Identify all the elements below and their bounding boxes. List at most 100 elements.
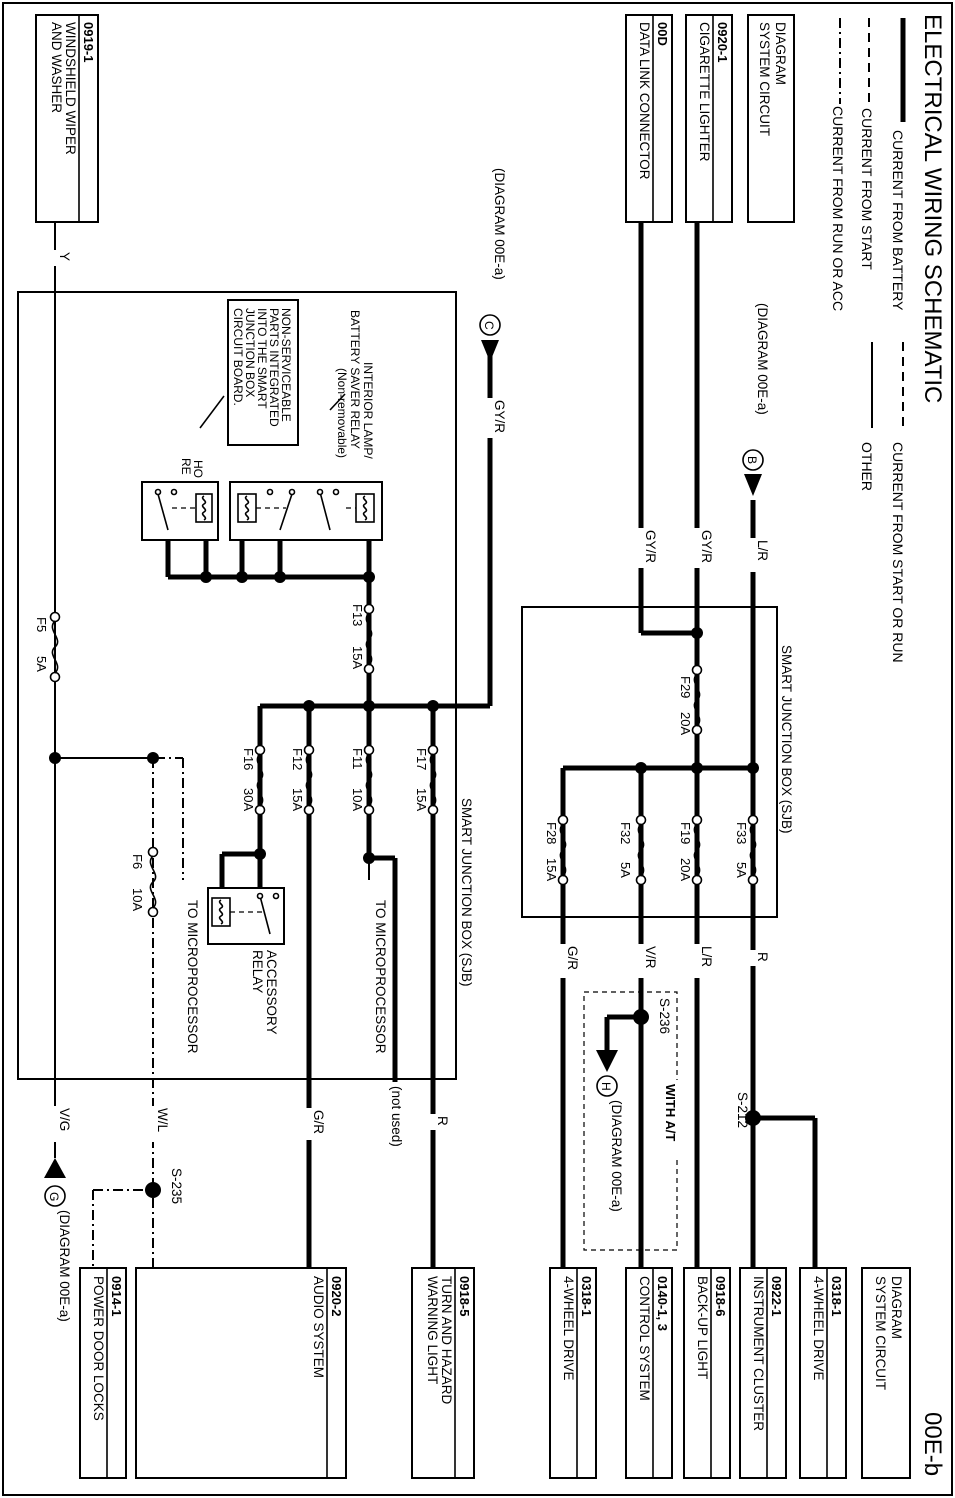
fuse-f11: F11 10A — [350, 744, 375, 816]
component-windshield-wiper: 0919-1 WINDSHIELD WIPER AND WASHER — [35, 14, 99, 223]
svg-text:G: G — [47, 1192, 61, 1201]
svg-text:F11: F11 — [350, 748, 365, 769]
fuse-f5: F5 5A — [34, 611, 61, 683]
svg-text:00D: 00D — [655, 22, 670, 46]
svg-text:SYSTEM CIRCUIT: SYSTEM CIRCUIT — [757, 22, 772, 136]
svg-text:Y: Y — [57, 252, 72, 261]
header-box: DIAGRAM SYSTEM CIRCUIT — [747, 14, 795, 223]
svg-text:0140-1, 3: 0140-1, 3 — [655, 1276, 670, 1331]
sjb-upper-box — [521, 606, 778, 918]
svg-text:S-212: S-212 — [735, 1092, 750, 1128]
svg-text:F13: F13 — [350, 604, 365, 626]
svg-text:10A: 10A — [130, 888, 145, 911]
legend-run-acc: CURRENT FROM RUN OR ACC — [830, 106, 846, 311]
svg-text:WARNING LIGHT: WARNING LIGHT — [425, 1276, 440, 1384]
svg-text:PARTS INTEGRATED: PARTS INTEGRATED — [267, 308, 281, 427]
svg-text:INTERIOR LAMP/: INTERIOR LAMP/ — [361, 362, 375, 459]
component-cigarette-lighter: 0920-1 CIGARETTE LIGHTER — [685, 14, 733, 223]
svg-text:L/R: L/R — [699, 946, 714, 967]
svg-text:(not used): (not used) — [389, 1086, 404, 1147]
component-control-system: 0140-1, 3 CONTROL SYSTEM — [625, 1267, 673, 1479]
svg-text:TO MICROPROCESSOR: TO MICROPROCESSOR — [373, 900, 388, 1054]
svg-text:DIAGRAM: DIAGRAM — [889, 1276, 904, 1339]
svg-text:TO MICROPROCESSOR: TO MICROPROCESSOR — [185, 900, 200, 1054]
component-instrument-cluster: 0922-1 INSTRUMENT CLUSTER — [739, 1267, 787, 1479]
component-turn-hazard: 0918-5 TURN AND HAZARD WARNING LIGHT — [411, 1267, 475, 1479]
fuse-f17: F17 15A — [414, 744, 439, 816]
splice-s212-dot — [745, 1110, 761, 1126]
svg-text:INTO THE SMART: INTO THE SMART — [255, 308, 269, 409]
ho-re-relay: HO RE — [141, 458, 219, 541]
fuse-f16: F16 30A — [241, 744, 266, 816]
svg-text:20A: 20A — [678, 712, 693, 735]
svg-text:SYSTEM CIRCUIT: SYSTEM CIRCUIT — [873, 1276, 888, 1390]
svg-text:15A: 15A — [414, 788, 429, 811]
svg-text:0920-1: 0920-1 — [715, 22, 730, 62]
svg-text:ACCESSORY: ACCESSORY — [264, 950, 279, 1035]
legend-other: OTHER — [859, 442, 875, 491]
svg-text:DATA LINK CONNECTOR: DATA LINK CONNECTOR — [637, 22, 652, 180]
svg-text:5A: 5A — [734, 862, 749, 878]
svg-text:(DIAGRAM 00E-a): (DIAGRAM 00E-a) — [755, 303, 770, 415]
svg-text:0920-2: 0920-2 — [329, 1276, 344, 1316]
fuse-f12: F12 15A — [290, 744, 315, 816]
svg-text:(Non-removable): (Non-removable) — [335, 368, 349, 458]
svg-text:DIAGRAM: DIAGRAM — [773, 22, 788, 85]
svg-text:W/L: W/L — [155, 1108, 170, 1132]
svg-text:CIRCUIT BOARD.: CIRCUIT BOARD. — [231, 308, 245, 406]
svg-text:POWER DOOR LOCKS: POWER DOOR LOCKS — [91, 1276, 106, 1421]
svg-text:0919-1: 0919-1 — [81, 22, 96, 62]
svg-text:F16: F16 — [241, 748, 256, 770]
svg-text:5A: 5A — [618, 862, 633, 878]
svg-text:F12: F12 — [290, 748, 305, 770]
svg-text:R: R — [755, 952, 770, 962]
component-4wd-b: 0318-1 4-WHEEL DRIVE — [549, 1267, 597, 1479]
component-data-link-connector: 00D DATA LINK CONNECTOR — [625, 14, 673, 223]
splice-labels: S-212 S-236 S-235 — [169, 998, 750, 1204]
svg-text:20A: 20A — [678, 858, 693, 881]
sjb-lower-box — [17, 291, 457, 1080]
svg-text:0918-5: 0918-5 — [457, 1276, 472, 1316]
svg-text:CONTROL SYSTEM: CONTROL SYSTEM — [637, 1276, 652, 1401]
connector-c: C (DIAGRAM 00E-a) — [479, 168, 507, 362]
svg-text:0318-1: 0318-1 — [579, 1276, 594, 1316]
svg-text:AUDIO SYSTEM: AUDIO SYSTEM — [311, 1276, 326, 1378]
fuse-f33: F33 5A — [734, 814, 759, 886]
svg-text:RELAY: RELAY — [250, 950, 265, 993]
svg-text:(DIAGRAM 00E-a): (DIAGRAM 00E-a) — [492, 168, 507, 280]
svg-text:INSTRUMENT CLUSTER: INSTRUMENT CLUSTER — [751, 1276, 766, 1431]
svg-text:B: B — [745, 456, 759, 464]
svg-text:4-WHEEL DRIVE: 4-WHEEL DRIVE — [811, 1276, 826, 1381]
svg-text:30A: 30A — [241, 788, 256, 811]
connector-h: H (DIAGRAM 00E-a) — [596, 1050, 624, 1212]
svg-text:F6: F6 — [130, 854, 145, 869]
svg-text:15A: 15A — [544, 858, 559, 881]
svg-text:GY/R: GY/R — [643, 530, 658, 563]
sjb-upper-label: SMART JUNCTION BOX (SJB) — [779, 645, 794, 834]
wire-labels: L/R GY/R GY/R GY/R R L/R V/R G/R R G/R W… — [47, 250, 770, 1142]
legend-start: CURRENT FROM START — [859, 108, 875, 270]
svg-text:F5: F5 — [34, 617, 49, 632]
microprocessor-notes: TO MICROPROCESSOR TO MICROPROCESSOR (not… — [185, 900, 404, 1147]
with-at-label: WITH A/T — [663, 1084, 678, 1141]
svg-text:H: H — [599, 1082, 613, 1091]
svg-text:F17: F17 — [414, 748, 429, 770]
svg-text:F33: F33 — [734, 822, 749, 844]
svg-text:C: C — [482, 321, 496, 330]
splice-s236-dot — [633, 1009, 649, 1025]
page-code: 00E-b — [919, 1412, 946, 1476]
relay-notes: INTERIOR LAMP/ BATTERY SAVER RELAY (Non-… — [199, 299, 375, 459]
svg-text:(DIAGRAM 00E-a): (DIAGRAM 00E-a) — [57, 1210, 72, 1322]
splice-s235-dot — [145, 1182, 161, 1198]
svg-text:F29: F29 — [678, 676, 693, 698]
svg-text:RE: RE — [179, 458, 193, 475]
fuse-f32: F32 5A — [618, 814, 647, 886]
fuse-f6: F6 10A — [130, 846, 159, 918]
page-title: ELECTRICAL WIRING SCHEMATIC — [919, 14, 946, 403]
svg-text:4-WHEEL DRIVE: 4-WHEEL DRIVE — [561, 1276, 576, 1381]
svg-text:NON-SERVICEABLE: NON-SERVICEABLE — [279, 308, 293, 422]
fuse-f13: F13 15A — [350, 603, 375, 675]
junction-dots — [49, 571, 761, 1198]
interior-lamp-relay — [229, 481, 383, 541]
